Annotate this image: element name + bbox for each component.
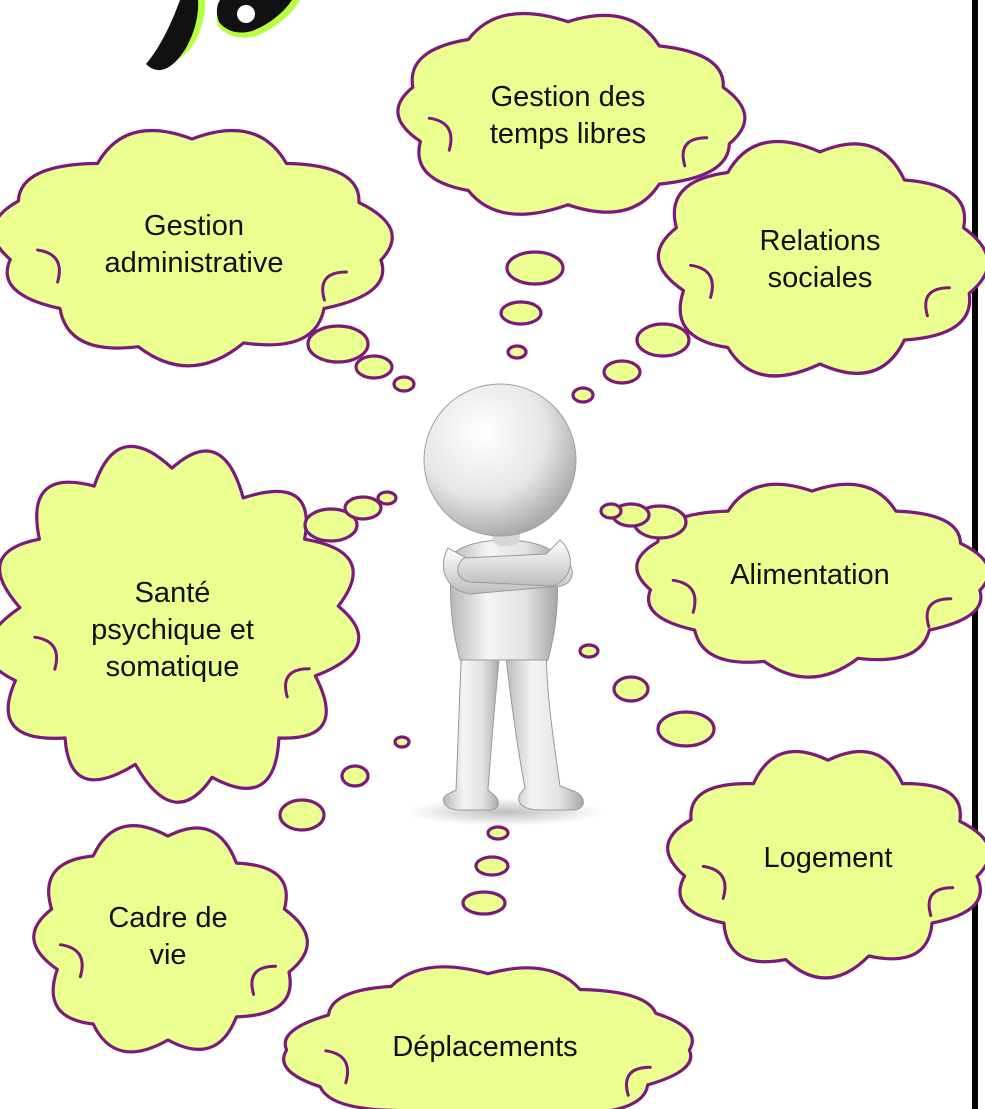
cloud-relations-sociales xyxy=(656,139,985,378)
cloud-shape xyxy=(666,749,985,980)
cloud-shape xyxy=(0,128,394,368)
thought-bubble xyxy=(393,735,411,749)
cloud-curl xyxy=(250,964,278,996)
cloud-shape xyxy=(396,11,747,216)
cloud-curl xyxy=(701,864,727,900)
thought-bubble xyxy=(656,710,716,748)
cloud-shape xyxy=(282,965,694,1109)
cloud-shape xyxy=(0,444,361,804)
thought-bubble xyxy=(602,359,642,385)
thought-bubble xyxy=(354,354,394,380)
thought-bubble xyxy=(499,300,543,326)
cloud-label-sante: Santé psychique et somatique xyxy=(91,576,254,683)
cloud-label-cadre-de-vie: Cadre de vie xyxy=(108,902,228,971)
thought-bubble xyxy=(578,643,600,659)
cloud-label-gestion-temps-libres: Gestion des temps libres xyxy=(489,81,647,150)
cloud-curl xyxy=(321,270,348,302)
cloud-label-deplacements: Déplacements xyxy=(392,1030,578,1063)
thought-bubble xyxy=(486,825,510,841)
cloud-curl xyxy=(671,578,697,614)
thought-bubble xyxy=(599,502,623,520)
cloud-curl xyxy=(924,286,951,318)
cloud-sante xyxy=(0,444,361,804)
cloud-label-gestion-administrative: Gestion administrative xyxy=(104,210,284,279)
thought-bubble xyxy=(278,798,326,832)
cloud-curl xyxy=(33,635,59,671)
cloud-curl xyxy=(36,248,61,284)
thought-bubble xyxy=(376,490,398,506)
thought-bubble xyxy=(461,890,507,916)
cloud-shape xyxy=(656,139,985,378)
cloud-gestion-administrative xyxy=(0,128,394,368)
thought-bubble xyxy=(303,507,359,543)
thought-bubble xyxy=(343,495,383,521)
cloud-curl xyxy=(689,263,714,299)
thought-bubble xyxy=(571,386,595,404)
cloud-curl xyxy=(927,886,955,918)
thought-bubble xyxy=(306,324,370,364)
cloud-curl xyxy=(925,597,953,629)
cloud-curl xyxy=(58,943,84,979)
thought-bubble xyxy=(340,764,370,788)
cloud-alimentation xyxy=(635,482,985,679)
thought-bubble xyxy=(635,322,691,358)
cloud-deplacements xyxy=(282,965,694,1109)
cloud-shape xyxy=(32,824,309,1054)
cloud-curl xyxy=(324,1049,350,1085)
cloud-logement xyxy=(666,749,985,980)
thought-bubble xyxy=(474,855,510,877)
cloud-label-relations-sociales: Relations sociales xyxy=(759,225,881,294)
thought-bubble xyxy=(612,675,650,703)
thought-bubble xyxy=(392,375,416,393)
brand-logo-icon xyxy=(146,0,300,71)
thought-bubble xyxy=(506,344,528,360)
cloud-curl xyxy=(681,136,709,168)
cloud-label-logement: Logement xyxy=(763,841,893,874)
cloud-label-alimentation: Alimentation xyxy=(730,558,890,591)
thought-bubble xyxy=(505,250,565,286)
cloud-curl xyxy=(284,667,311,699)
cloud-gestion-temps-libres xyxy=(396,11,747,216)
thinking-person-figure-icon xyxy=(405,383,605,826)
cloud-curl xyxy=(625,1065,652,1097)
cloud-cadre-de-vie xyxy=(32,824,309,1054)
cloud-curl xyxy=(427,116,453,152)
